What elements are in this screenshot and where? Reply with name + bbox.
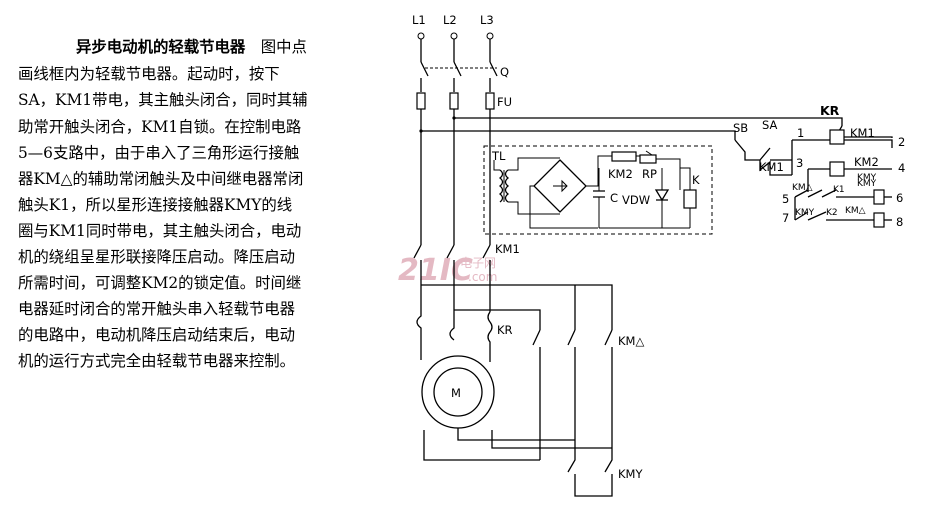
description-line: SA，KM1带电，其主触头闭合，同时其辅 [18, 91, 308, 109]
terminal-l1-icon [417, 32, 425, 40]
kmy-aux-label: KMY [795, 208, 815, 218]
relay-k-label: K [692, 173, 700, 187]
kmy-contact-label: KMY [857, 173, 877, 183]
description-line-text: 画线框内为轻载节电器。起动时，按下 [18, 65, 280, 83]
description-line: 机的绕组呈星形联接降压启动。降压启动 [18, 248, 295, 266]
km2-coil-icon [611, 151, 637, 162]
description-line-text: 触头K1，所以星形连接接触器KMY的线 [18, 196, 293, 214]
node-2-label: 2 [898, 135, 905, 149]
km-delta-coil-label: KM△ [845, 206, 866, 216]
zener-diode-icon [654, 189, 670, 202]
km1-coil-icon [829, 129, 845, 145]
watermark-sub: 电子网 [460, 256, 496, 270]
description-title: 异步电动机的轻载节电器 [76, 38, 246, 56]
description-line-text: 电器延时闭合的常开触头串入轻载节电器 [18, 300, 296, 318]
kmy-coil-label: KMY [857, 179, 877, 189]
fuse-l3-icon [485, 92, 495, 110]
kr-main-label: KR [497, 323, 513, 337]
transformer-label: TL [491, 149, 506, 163]
motor-inner-icon [433, 367, 483, 417]
description-line: 电器延时闭合的常开触头串入轻载节电器 [18, 300, 295, 318]
description-line: 器KM△的辅助常闭触头及中间继电器常闭 [18, 170, 303, 188]
kr-control-label: KR [820, 103, 840, 118]
thermal-relay-kr: KR [487, 311, 513, 352]
description-line-text: 机的运行方式完全由轻载节电器来控制。 [18, 352, 296, 370]
phase-terminals: L1 L2 L3 [412, 13, 494, 40]
node-5-label: 5 [782, 192, 789, 206]
saver-dashed-frame [483, 145, 713, 235]
light-load-saver: TL KM2 RP C VDW K [483, 145, 713, 235]
vdw-label: VDW [622, 193, 650, 207]
terminal-l3-icon [486, 32, 494, 40]
km2-coil-control-icon [829, 161, 845, 177]
fuses-fu: FU [416, 92, 512, 110]
capacitor-icon [593, 190, 605, 198]
description-line: 画线框内为轻载节电器。起动时，按下 [18, 65, 280, 83]
phase-l3-label: L3 [480, 13, 494, 27]
km-y-contacts: KMY [567, 440, 643, 497]
motor: M [416, 285, 612, 461]
km-delta-contacts: KM△ [532, 329, 644, 460]
description-line: 5—6支路中，由于串入了三角形运行接触 [18, 144, 299, 162]
description-line: 的电路中，电动机降压启动结束后，电动 [18, 326, 295, 344]
node-4-label: 4 [898, 161, 905, 175]
description-line: 所需时间，可调整KM2的锁定值。时间继 [18, 274, 301, 292]
description-line: 异步电动机的轻载节电器 图中点 [76, 38, 307, 56]
node-8-label: 8 [896, 215, 903, 229]
bridge-rectifier-icon [533, 159, 587, 213]
description-line-text: 所需时间，可调整KM2的锁定值。时间继 [18, 274, 302, 292]
k2-label: K2 [826, 208, 838, 218]
rp-label: RP [642, 167, 657, 181]
fuse-l1-icon [416, 92, 426, 110]
capacitor-label: C [610, 191, 618, 205]
node-6-label: 6 [896, 191, 903, 205]
km-y-main-label: KMY [618, 467, 643, 481]
transformer-secondary-icon [504, 169, 510, 203]
km1-main-label: KM1 [495, 242, 520, 256]
watermark-domain: .com [468, 270, 497, 284]
watermark: 21IC 电子网 .com [398, 253, 497, 288]
node-1-label: 1 [797, 126, 804, 140]
control-circuit: KR SB SA 1 KM1 3 KM1 2 KM2 KMY 4 KM△ K1 … [733, 103, 905, 229]
km1-coil-label: KM1 [850, 126, 875, 140]
km-delta-coil-icon [873, 212, 885, 228]
description-line-text: 5—6支路中，由于串入了三角形运行接触 [18, 144, 300, 162]
km-delta-contact-label: KM△ [792, 183, 813, 193]
fuse-label: FU [497, 95, 512, 109]
switch-q-label: Q [500, 65, 509, 79]
description-line-text: 圈与KM1同时带电，其主触头闭合，电动 [18, 222, 302, 240]
description-line-text: SA，KM1带电，其主触头闭合，同时其辅 [18, 91, 308, 109]
motor-label: M [451, 386, 461, 400]
description-line: 触头K1，所以星形连接接触器KMY的线 [18, 196, 292, 214]
node-7-label: 7 [782, 211, 789, 225]
phase-l1-label: L1 [412, 13, 426, 27]
description-line: 机的运行方式完全由轻载节电器来控制。 [18, 352, 295, 370]
main-switch-q: Q [420, 39, 509, 92]
km1-aux-label: KM1 [759, 160, 784, 174]
rp-resistor-icon [639, 154, 657, 164]
kmy-coil-icon [873, 189, 885, 205]
relay-k-coil-icon [683, 189, 697, 209]
transformer-primary-icon [498, 169, 504, 203]
terminal-l2-icon [450, 32, 458, 40]
description-line-text: 器KM△的辅助常闭触头及中间继电器常闭 [18, 170, 304, 188]
km2-label: KM2 [608, 167, 633, 181]
description-line-text: 机的绕组呈星形联接降压启动。降压启动 [18, 248, 296, 266]
phase-l2-label: L2 [443, 13, 457, 27]
description-line-text: 助常开触头闭合，KM1自锁。在控制电路 [18, 118, 302, 136]
fuse-l2-icon [449, 92, 459, 110]
watermark-logo: 21IC [398, 253, 473, 288]
node-3-label: 3 [796, 156, 803, 170]
km-delta-main-label: KM△ [618, 334, 644, 348]
description-line: 助常开触头闭合，KM1自锁。在控制电路 [18, 118, 301, 136]
k1-label: K1 [833, 185, 845, 195]
sb-label: SB [733, 121, 748, 135]
description-line-text: 图中点 [260, 38, 307, 56]
description-line: 圈与KM1同时带电，其主触头闭合，电动 [18, 222, 301, 240]
description-line-text: 的电路中，电动机降压启动结束后，电动 [18, 326, 296, 344]
km2-coil-label: KM2 [854, 155, 879, 169]
sa-label: SA [762, 118, 778, 132]
